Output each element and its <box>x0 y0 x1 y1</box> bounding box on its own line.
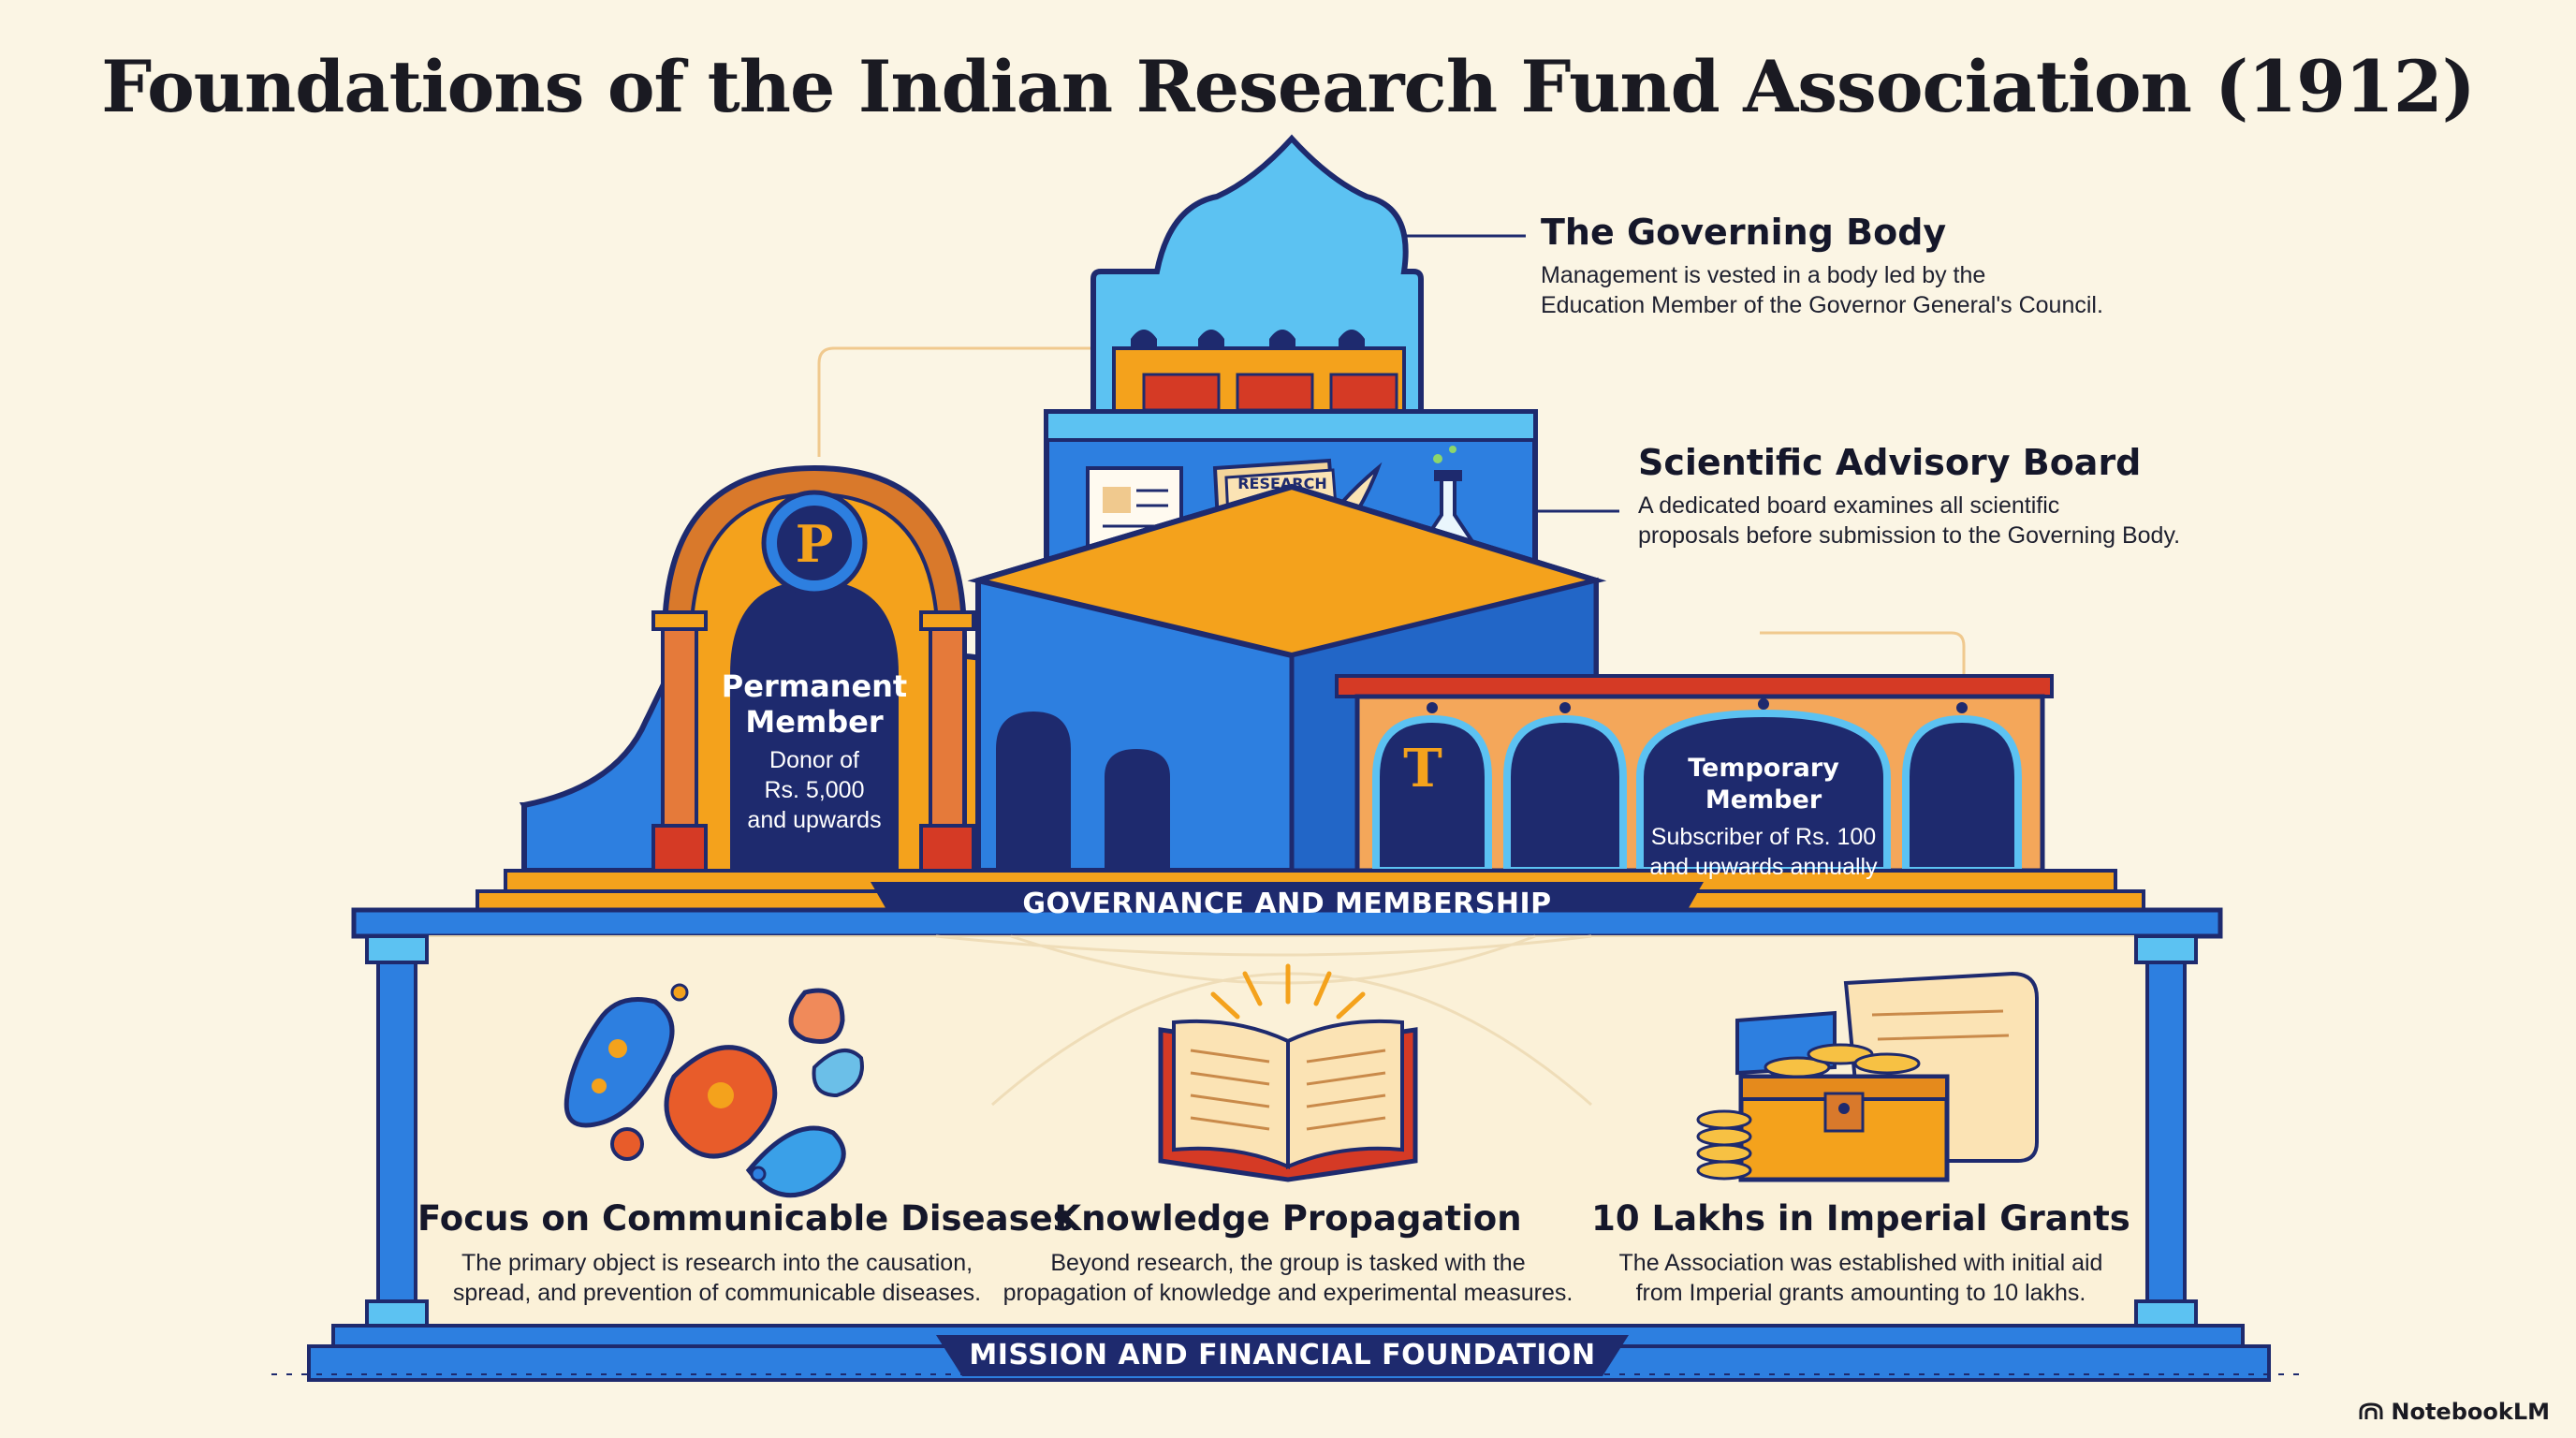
permanent-member-arch <box>519 464 1147 873</box>
temporary-member-colonnade <box>1335 674 2054 874</box>
notebooklm-logo-icon <box>2359 1402 2383 1419</box>
governance-banner: GOVERNANCE AND MEMBERSHIP <box>1022 888 1552 920</box>
feature-heading: Knowledge Propagation <box>1054 1198 1522 1239</box>
feature-heading: 10 Lakhs in Imperial Grants <box>1591 1198 2130 1239</box>
feature-text: The primary object is research into the … <box>417 1248 1017 1308</box>
feature-imperial-grants: 10 Lakhs in Imperial Grants The Associat… <box>1561 1198 2160 1308</box>
permanent-member-description: Donor of Rs. 5,000 and upwards <box>711 745 917 835</box>
temporary-member-text-line: Subscriber of Rs. 100 <box>1650 824 1877 850</box>
open-book-icon <box>1158 963 1418 1182</box>
feature-text-line: from Imperial grants amounting to 10 lak… <box>1635 1280 2086 1306</box>
microbes-icon <box>564 983 864 1198</box>
treasure-chest-icon <box>1696 971 2039 1182</box>
brand-mark: NotebookLM <box>2359 1399 2550 1425</box>
advisory-board-text: A dedicated board examines all scientifi… <box>1638 491 2349 550</box>
feature-text: The Association was established with ini… <box>1561 1248 2160 1308</box>
feature-text-line: Beyond research, the group is tasked wit… <box>1050 1250 1526 1276</box>
governing-body-callout: The Governing Body Management is vested … <box>1541 212 2252 320</box>
page-title: Foundations of the Indian Research Fund … <box>101 45 2475 128</box>
advisory-board-heading: Scientific Advisory Board <box>1638 442 2142 483</box>
governing-body-text: Management is vested in a body led by th… <box>1541 260 2252 320</box>
permanent-member-text: Permanent Member Donor of Rs. 5,000 and … <box>711 668 917 835</box>
permanent-badge: P <box>796 514 834 574</box>
advisory-board-text-line: proposals before submission to the Gover… <box>1638 522 2181 549</box>
governing-body-dome <box>1090 134 1424 471</box>
feature-knowledge-propagation: Knowledge Propagation Beyond research, t… <box>988 1198 1588 1308</box>
temporary-member-text-line: and upwards annually <box>1649 854 1878 880</box>
feature-text-line: propagation of knowledge and experimenta… <box>1003 1280 1573 1306</box>
temporary-member-text: Temporary Member Subscriber of Rs. 100 a… <box>1632 753 1895 882</box>
permanent-member-text-line: and upwards <box>747 807 882 833</box>
permanent-member-text-line: Rs. 5,000 <box>764 777 865 803</box>
permanent-member-heading-line: Permanent <box>721 668 908 704</box>
feature-text-line: The Association was established with ini… <box>1618 1250 2103 1276</box>
temporary-badge: T <box>1403 738 1442 800</box>
feature-text: Beyond research, the group is tasked wit… <box>988 1248 1588 1308</box>
permanent-member-heading: Permanent Member <box>711 668 917 740</box>
advisory-board-callout: Scientific Advisory Board A dedicated bo… <box>1638 442 2349 550</box>
permanent-member-heading-line: Member <box>745 704 884 740</box>
governing-body-heading: The Governing Body <box>1541 212 1947 253</box>
advisory-board-text-line: A dedicated board examines all scientifi… <box>1638 492 2060 519</box>
governing-body-text-line: Education Member of the Governor General… <box>1541 292 2103 318</box>
feature-communicable-diseases: Focus on Communicable Diseases The prima… <box>417 1198 1074 1308</box>
temporary-member-description: Subscriber of Rs. 100 and upwards annual… <box>1632 822 1895 882</box>
brand-label: NotebookLM <box>2391 1399 2550 1425</box>
temporary-member-heading: Temporary Member <box>1688 754 1839 814</box>
feature-heading: Focus on Communicable Diseases <box>417 1198 1074 1239</box>
governing-body-text-line: Management is vested in a body led by th… <box>1541 262 1986 288</box>
mission-banner: MISSION AND FINANCIAL FOUNDATION <box>969 1339 1596 1372</box>
feature-text-line: spread, and prevention of communicable d… <box>452 1280 982 1306</box>
permanent-member-text-line: Donor of <box>769 747 859 773</box>
feature-text-line: The primary object is research into the … <box>461 1250 973 1276</box>
